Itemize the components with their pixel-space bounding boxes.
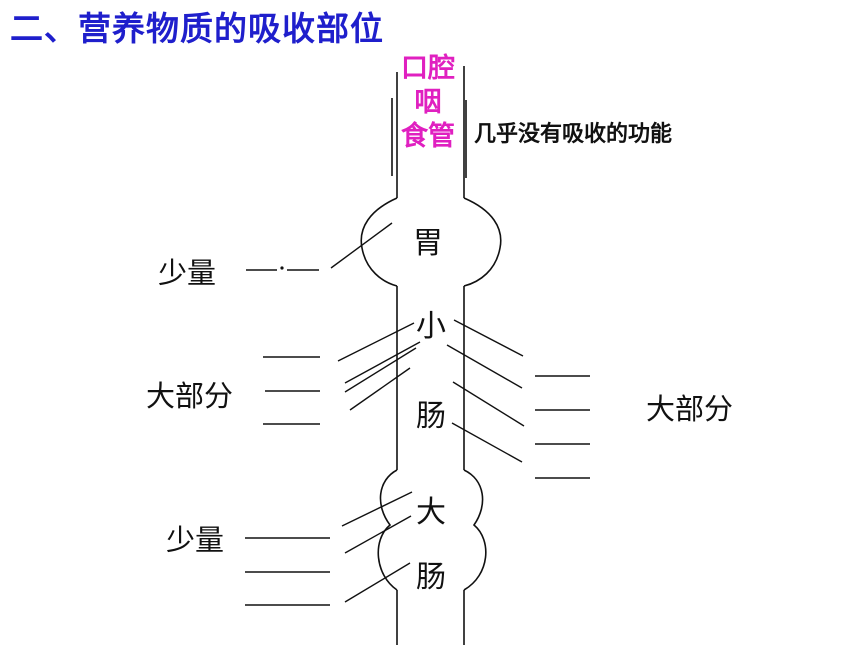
pharynx-label: 咽 (414, 87, 442, 118)
small-intestine-right-pointer-3 (452, 381, 525, 427)
small-intestine-left-pointer-4 (349, 367, 411, 411)
large-intestine-pointer-1 (341, 491, 413, 527)
stomach-right-bulge (463, 197, 502, 287)
small-intestine-left-label: 大部分 (146, 379, 234, 413)
large-intestine-label-top: 大 (416, 495, 446, 530)
mouth-label: 口腔 (401, 53, 455, 84)
esophagus-label: 食管 (401, 121, 455, 152)
upper-tract-note: 几乎没有吸收的功能 (474, 122, 673, 147)
stomach-label: 胃 (413, 226, 443, 261)
large-intestine-pointer-3 (344, 562, 411, 603)
stomach-pointer-line (330, 222, 393, 269)
small-intestine-right-pointer-4 (451, 422, 523, 463)
stomach-side-label: 少量 (158, 256, 217, 290)
large-intestine-right-bulges (463, 469, 487, 591)
small-intestine-left-pointer-2 (344, 341, 421, 384)
small-intestine-label-bottom: 肠 (416, 399, 446, 434)
small-intestine-left-pointer-1 (337, 322, 415, 362)
stomach-blank-dot (280, 266, 284, 270)
small-intestine-left-pointer-3 (344, 347, 417, 393)
large-intestine-pointer-2 (344, 515, 412, 554)
stomach-left-bulge (360, 197, 398, 287)
page-title: 二、营养物质的吸收部位 (10, 9, 384, 48)
large-intestine-label-bottom: 肠 (416, 560, 446, 595)
large-intestine-left-bulges (377, 469, 398, 591)
small-intestine-right-label: 大部分 (646, 392, 734, 426)
large-intestine-side-label: 少量 (166, 523, 225, 557)
small-intestine-label-top: 小 (416, 309, 446, 344)
small-intestine-right-pointer-1 (453, 319, 524, 357)
small-intestine-right-pointer-2 (446, 344, 523, 389)
